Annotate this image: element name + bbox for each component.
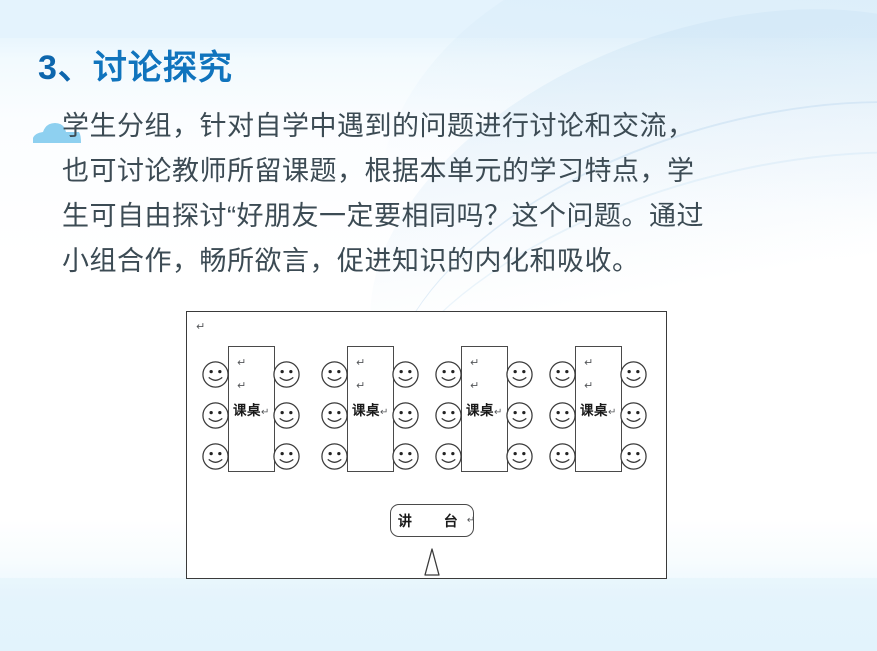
desk-label: 课桌 <box>352 403 381 419</box>
desk-group: ↵ ↵ 课桌↵ <box>544 346 652 472</box>
student-smiley-icon <box>549 361 576 388</box>
student-smiley-icon <box>435 402 462 429</box>
desk-pilcrow-top: ↵ <box>356 356 366 369</box>
student-smiley-icon <box>506 361 533 388</box>
desk-label: 课桌 <box>233 403 262 419</box>
desk-label-pilcrow: ↵ <box>261 407 270 418</box>
desk-pilcrow-top: ↵ <box>237 356 247 369</box>
desk-pilcrow-top: ↵ <box>470 356 480 369</box>
desk-rectangle: ↵ ↵ 课桌↵ <box>347 346 394 472</box>
podium-label: 讲 台 <box>397 513 467 530</box>
desk-label-wrap: 课桌↵ <box>348 399 393 419</box>
desk-label-pilcrow: ↵ <box>494 407 503 418</box>
student-smiley-icon <box>392 443 419 470</box>
title-text: 讨论探究 <box>92 49 233 87</box>
desk-group: ↵ ↵ 课桌↵ <box>430 346 538 472</box>
desk-label: 课桌 <box>580 403 609 419</box>
desk-label-wrap: 课桌↵ <box>576 399 621 419</box>
desk-group: ↵ ↵ 课桌↵ <box>316 346 424 472</box>
student-smiley-icon <box>273 443 300 470</box>
student-smiley-icon <box>620 402 647 429</box>
student-smiley-icon <box>506 402 533 429</box>
desk-label-wrap: 课桌↵ <box>462 399 507 419</box>
body-line-4: 小组合作，畅所欲言，促进知识的内化和吸收。 <box>62 246 640 276</box>
podium-box: 讲 台↵ <box>390 504 476 537</box>
desk-label-pilcrow: ↵ <box>380 407 389 418</box>
desk-pilcrow-second: ↵ <box>237 379 247 392</box>
student-smiley-icon <box>273 361 300 388</box>
desk-group: ↵ ↵ 课桌↵ <box>197 346 305 472</box>
top-color-band <box>0 0 877 38</box>
desk-rectangle: ↵ ↵ 课桌↵ <box>228 346 275 472</box>
corner-pilcrow-mark: ↵ <box>196 320 206 333</box>
student-smiley-icon <box>506 443 533 470</box>
triangle-pointer-icon <box>424 548 440 576</box>
student-smiley-icon <box>392 361 419 388</box>
desk-label-wrap: 课桌↵ <box>229 399 274 419</box>
student-smiley-icon <box>620 443 647 470</box>
student-smiley-icon <box>202 402 229 429</box>
desk-rectangle: ↵ ↵ 课桌↵ <box>575 346 622 472</box>
student-smiley-icon <box>392 402 419 429</box>
student-smiley-icon <box>273 402 300 429</box>
title-number: 3、 <box>38 49 93 87</box>
student-smiley-icon <box>549 402 576 429</box>
student-smiley-icon <box>321 361 348 388</box>
bottom-color-band <box>0 578 877 651</box>
classroom-seating-diagram: ↵ ↵ ↵ 课桌↵ ↵ ↵ 课桌↵ <box>186 311 667 579</box>
desk-pilcrow-second: ↵ <box>356 379 366 392</box>
body-line-1: 学生分组，针对自学中遇到的问题进行讨论和交流， <box>62 111 695 141</box>
student-smiley-icon <box>435 443 462 470</box>
desk-label-pilcrow: ↵ <box>608 407 617 418</box>
student-smiley-icon <box>321 402 348 429</box>
student-smiley-icon <box>321 443 348 470</box>
student-smiley-icon <box>549 443 576 470</box>
student-smiley-icon <box>435 361 462 388</box>
student-smiley-icon <box>620 361 647 388</box>
body-paragraph: 学生分组，针对自学中遇到的问题进行讨论和交流， 也可讨论教师所留课题，根据本单元… <box>62 104 852 284</box>
desk-label: 课桌 <box>466 403 495 419</box>
desk-pilcrow-top: ↵ <box>584 356 594 369</box>
podium-pilcrow: ↵ <box>466 515 476 526</box>
desk-rectangle: ↵ ↵ 课桌↵ <box>461 346 508 472</box>
body-line-2: 也可讨论教师所留课题，根据本单元的学习特点，学 <box>62 156 695 186</box>
body-line-3: 生可自由探讨“好朋友一定要相同吗？这个问题。通过 <box>62 201 704 231</box>
student-smiley-icon <box>202 361 229 388</box>
desk-pilcrow-second: ↵ <box>584 379 594 392</box>
student-smiley-icon <box>202 443 229 470</box>
desk-pilcrow-second: ↵ <box>470 379 480 392</box>
page-title: 3、讨论探究 <box>38 40 233 89</box>
